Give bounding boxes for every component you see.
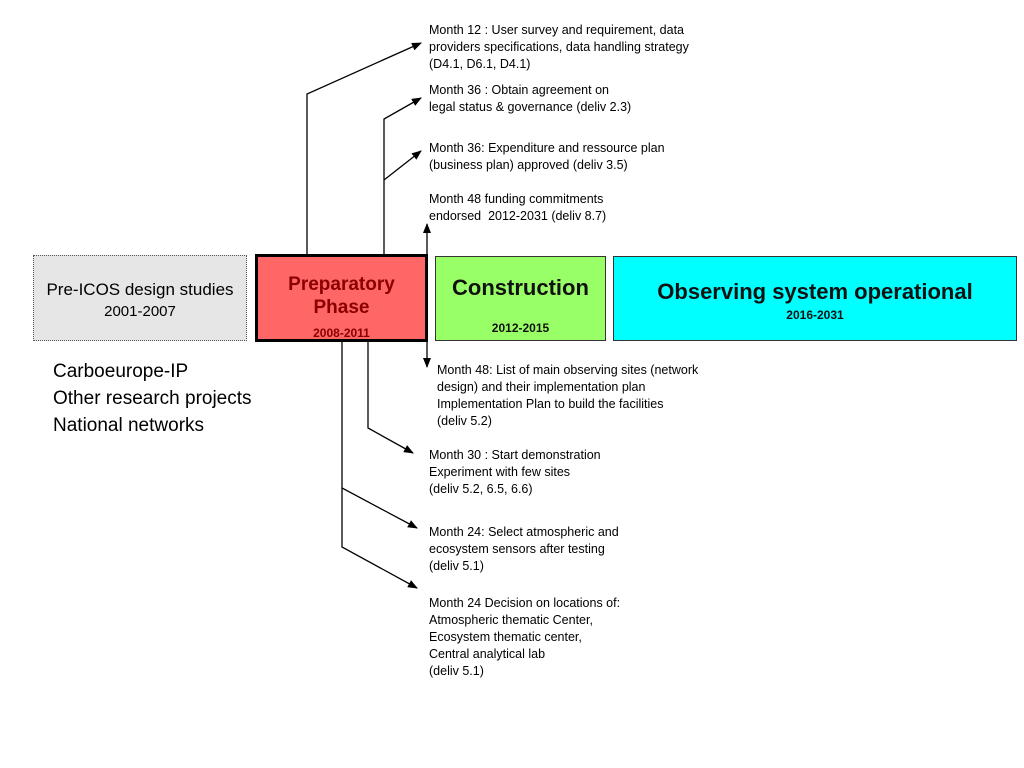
phase-years: 2001-2007 — [104, 303, 176, 320]
milestone-month48-sites: Month 48: List of main observing sites (… — [437, 363, 699, 428]
phase-box-construction: Construction 2012-2015 — [435, 256, 606, 341]
milestone-month24-sensors: Month 24: Select atmospheric and ecosyst… — [429, 525, 619, 573]
milestone-month48-funding: Month 48 funding commitments endorsed 20… — [429, 192, 607, 223]
phase-box-preparatory: Preparatory Phase 2008-2011 — [255, 254, 428, 342]
milestone-month36-governance: Month 36 : Obtain agreement on legal sta… — [429, 83, 632, 114]
arrow-month24-locations — [341, 488, 418, 589]
arrow-month30 — [367, 342, 414, 454]
phase-name: Construction — [452, 275, 589, 300]
precursor-item: National networks — [53, 415, 205, 436]
precursor-item: Other research projects — [53, 388, 252, 409]
phase-years: 2008-2011 — [313, 326, 370, 340]
phase-years: 2016-2031 — [786, 308, 844, 322]
precursor-item: Carboeurope-IP — [53, 361, 189, 382]
phase-name: Pre-ICOS design studies — [46, 280, 234, 299]
arrow-month36-business — [383, 150, 422, 181]
milestone-month36-business: Month 36: Expenditure and ressource plan… — [429, 141, 665, 172]
milestone-month12: Month 12 : User survey and requirement, … — [429, 23, 689, 71]
precursor-list: Carboeurope-IP Other research projects N… — [53, 358, 252, 439]
milestone-month24-locations: Month 24 Decision on locations of: Atmos… — [429, 596, 621, 678]
phase-name: Observing system operational — [657, 279, 973, 304]
arrow-month36-governance — [383, 97, 422, 255]
milestone-month30: Month 30 : Start demonstration Experimen… — [429, 448, 601, 496]
phase-name-line1: Preparatory — [288, 274, 395, 295]
phase-box-pre-icos: Pre-ICOS design studies 2001-2007 — [33, 255, 247, 341]
phase-name: Preparatory Phase — [258, 273, 425, 319]
phase-years: 2012-2015 — [491, 321, 550, 335]
phase-name-line2: Phase — [313, 297, 370, 318]
arrow-month12 — [306, 42, 422, 255]
phase-box-operational: Observing system operational 2016-2031 — [613, 256, 1017, 341]
